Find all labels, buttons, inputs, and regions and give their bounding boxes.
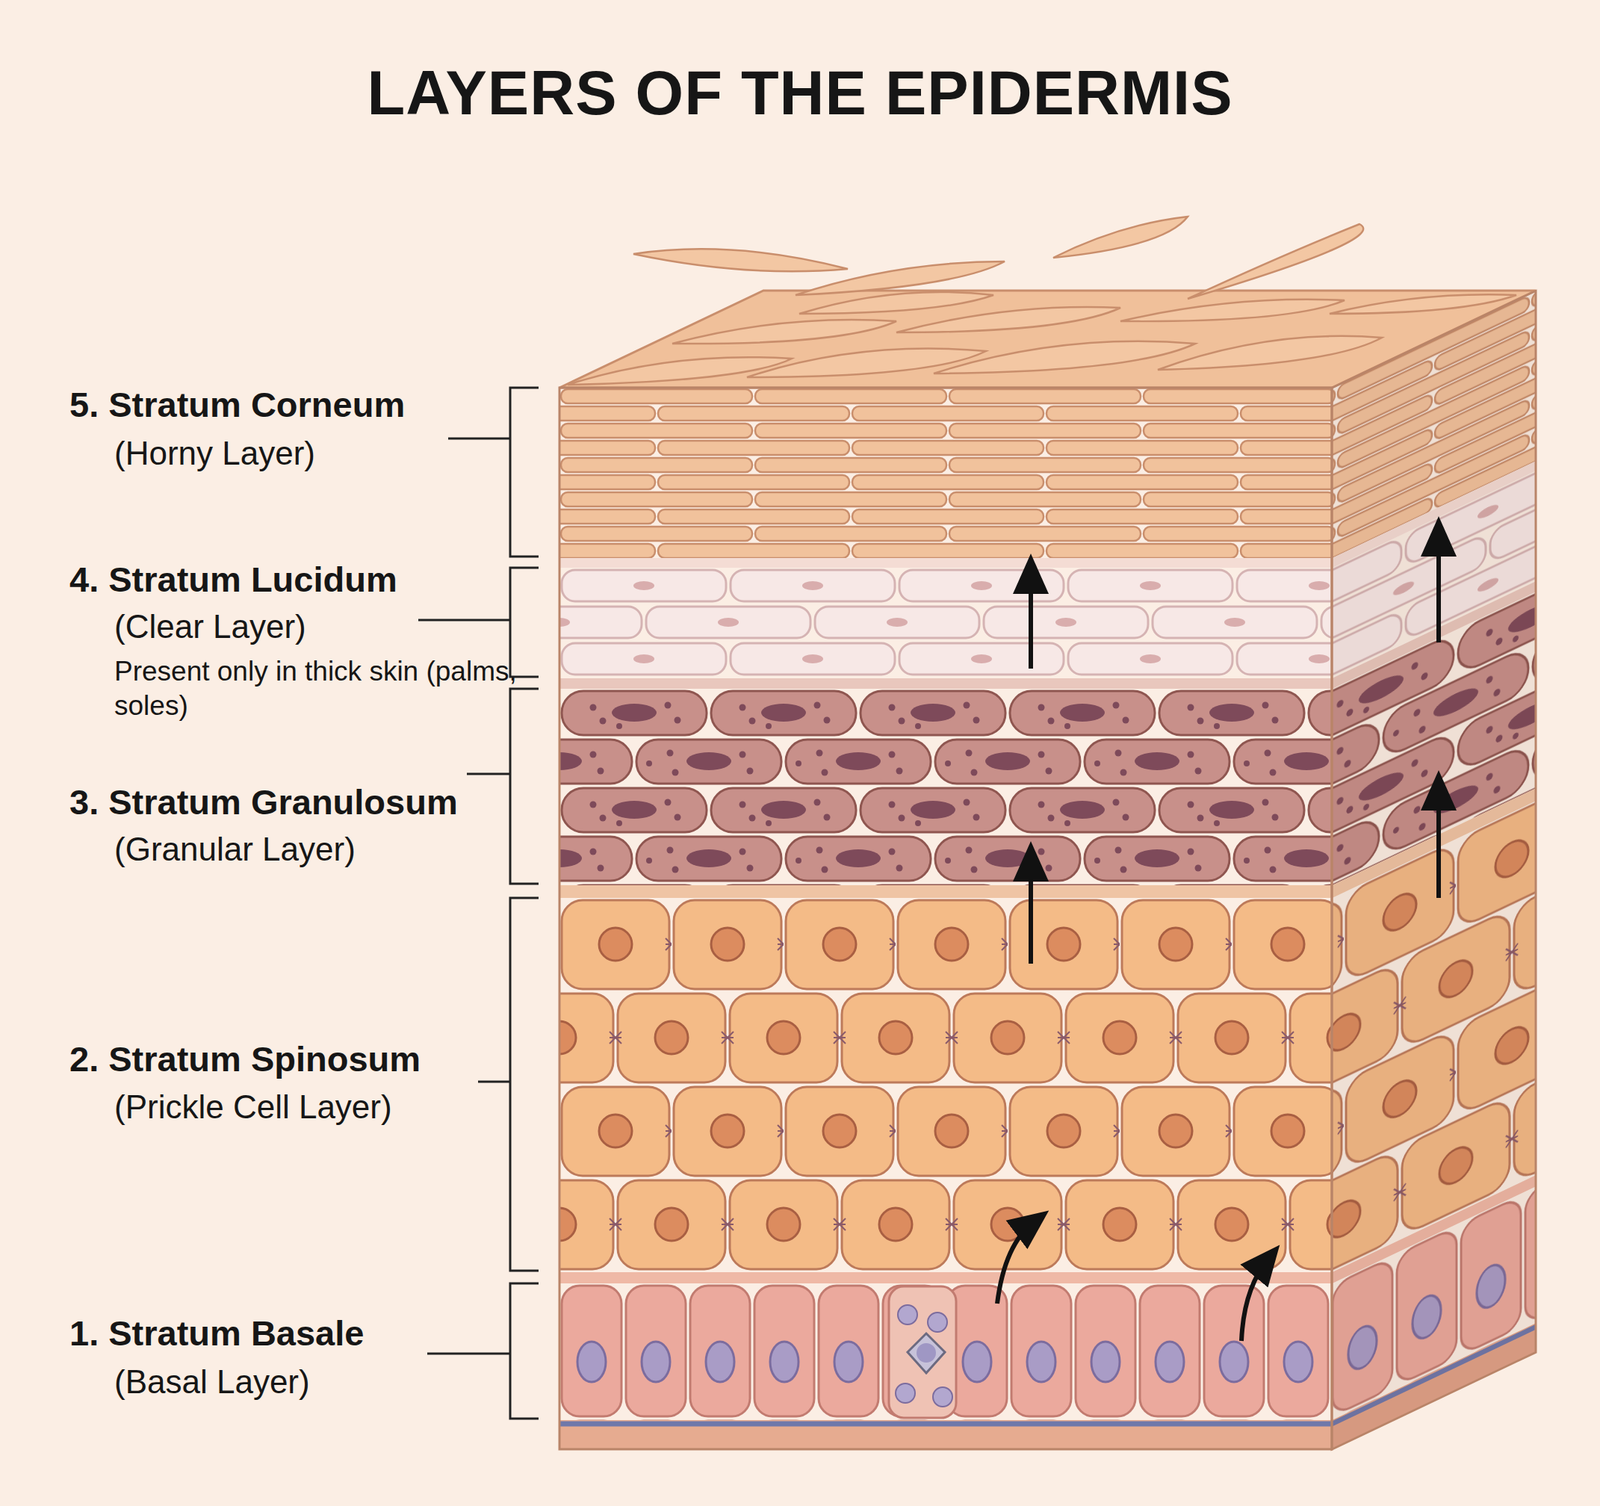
layer-name: 4. Stratum Lucidum [69, 558, 398, 601]
side-face [1331, 290, 1536, 1450]
basale-front [559, 1283, 1332, 1420]
layer-subtitle: (Horny Layer) [114, 433, 316, 474]
gap [559, 885, 1332, 898]
layer-subtitle: (Basal Layer) [114, 1362, 310, 1403]
melanocyte [888, 1286, 957, 1418]
lucidum-front [559, 567, 1332, 679]
note: Present only in thick skin (palms, soles… [114, 654, 518, 724]
brackets [418, 387, 539, 1419]
surface-flakes [567, 216, 1517, 385]
layer-name: 2. Stratum Spinosum [69, 1038, 421, 1081]
gap [559, 1272, 1332, 1284]
layer-subtitle: (Clear Layer) [114, 607, 307, 647]
spinosum-front [559, 897, 1332, 1273]
granulosum-front [559, 688, 1332, 886]
layer-name: 3. Stratum Granulosum [69, 781, 458, 824]
layer-subtitle: (Prickle Cell Layer) [114, 1087, 393, 1128]
gap [559, 557, 1332, 568]
corneum-front [559, 387, 1332, 558]
basement-membrane [559, 1421, 1332, 1427]
block-outline [559, 387, 1332, 1450]
layer-subtitle: (Granular Layer) [114, 829, 356, 870]
gap [559, 678, 1332, 689]
title: LAYERS OF THE EPIDERMIS [0, 59, 1600, 127]
dermis-front [559, 1419, 1332, 1450]
layer-name: 5. Stratum Corneum [69, 383, 405, 426]
migration-arrows [997, 534, 1439, 1341]
layer-name: 1. Stratum Basale [69, 1312, 364, 1355]
